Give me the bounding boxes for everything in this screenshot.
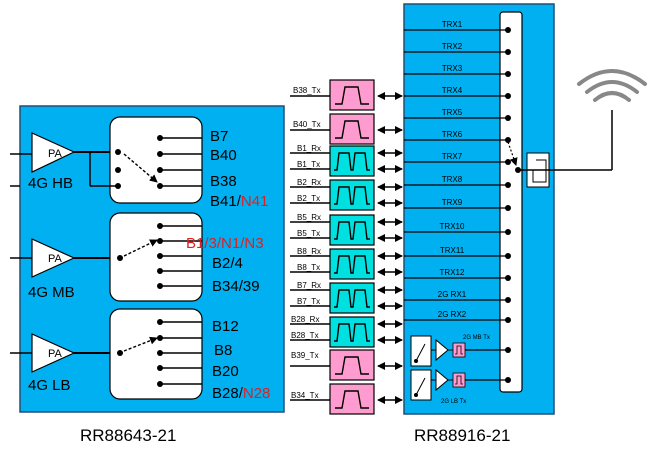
2g-lb-tx-block: 2G LB Tx — [410, 368, 511, 405]
band-label-b41: B41/N41 — [210, 193, 268, 210]
filter-label: B1_Rx — [297, 144, 321, 153]
band-label: B2/4 — [212, 255, 243, 272]
filter-duplexer-icon — [329, 248, 375, 280]
filter-duplexer-icon — [329, 316, 375, 348]
band-label: B38 — [210, 173, 237, 190]
filter-label: B28_Tx — [291, 331, 319, 340]
filter-duplexer-icon — [329, 282, 375, 314]
filter-label: B7_Rx — [297, 281, 321, 290]
filter-duplexer-icon — [329, 214, 375, 246]
trx-label: TRX11 — [440, 246, 465, 255]
filter-pink-icon — [329, 113, 375, 145]
mb-switch-box — [109, 212, 203, 302]
trx-label: TRX4 — [442, 86, 463, 95]
filter-label: B2_Tx — [297, 194, 320, 203]
filter-label: B1_Tx — [297, 160, 320, 169]
filter-label: B8_Tx — [297, 263, 320, 272]
trx-label: TRX5 — [442, 108, 463, 117]
filter-label: B2_Rx — [297, 178, 321, 187]
filter-label: B8_Rx — [297, 247, 321, 256]
hb-group-label: 4G HB — [28, 175, 73, 192]
filter-label: B39_Tx — [291, 351, 319, 360]
filter-label: B7_Tx — [297, 297, 320, 306]
band-label: B20 — [212, 363, 239, 380]
trx-label: TRX2 — [442, 42, 463, 51]
filter-label: B5_Rx — [297, 213, 321, 222]
trx-label: TRX7 — [442, 152, 463, 161]
right-switch-bar — [499, 11, 523, 393]
filter-duplexer-icon — [329, 145, 375, 177]
filter-label: B38_Tx — [293, 86, 321, 95]
pa-mb-icon — [31, 238, 76, 278]
left-module-name: RR88643-21 — [80, 426, 176, 445]
trx-label: TRX12 — [440, 268, 465, 277]
hb-switch-box — [109, 116, 203, 204]
band-label-b1-3: B1/3/N1/N3 — [186, 235, 264, 252]
filter-label: B5_Tx — [297, 229, 320, 238]
lb-switch-box — [109, 308, 203, 400]
trx-label: TRX1 — [442, 20, 463, 29]
pa-lb-icon — [31, 333, 76, 373]
lb-group-label: 4G LB — [28, 377, 71, 394]
2g-lb-tx-label: 2G LB Tx — [441, 399, 466, 405]
band-label: B40 — [210, 147, 237, 164]
filter-duplexer-icon — [329, 179, 375, 211]
trx-label: TRX3 — [442, 64, 463, 73]
band-label: B12 — [212, 318, 239, 335]
antenna-signal-icon — [577, 69, 647, 102]
filter-label: B28_Rx — [291, 315, 319, 324]
filter-label: B40_Tx — [293, 120, 321, 129]
filter-pink-icon — [329, 349, 375, 381]
band-label: B34/39 — [212, 278, 260, 295]
band-label: B8 — [214, 342, 232, 359]
filter-pink-icon — [329, 383, 375, 415]
2g-mb-tx-block: 2G MB Tx — [410, 335, 511, 367]
pa-lb-label: PA — [48, 348, 63, 360]
mb-group-label: 4G MB — [28, 284, 75, 301]
filter-column — [290, 95, 330, 401]
filter-label: B34_Tx — [291, 391, 319, 400]
right-module-name: RR88916-21 — [414, 426, 510, 445]
pa-hb-label: PA — [48, 148, 63, 160]
trx-label: TRX6 — [442, 130, 463, 139]
trx-label: TRX10 — [440, 222, 465, 231]
trx-label: 2G RX1 — [438, 290, 467, 299]
filter-pink-icon — [329, 79, 375, 111]
band-label: B7 — [210, 128, 228, 145]
trx-label: TRX9 — [442, 198, 463, 207]
trx-label: TRX8 — [442, 175, 463, 184]
2g-mb-tx-label: 2G MB Tx — [463, 335, 490, 341]
band-label-b28: B28/N28 — [212, 385, 270, 402]
trx-label: 2G RX2 — [438, 310, 467, 319]
pa-mb-label: PA — [48, 253, 63, 265]
pa-hb-icon — [31, 132, 76, 173]
